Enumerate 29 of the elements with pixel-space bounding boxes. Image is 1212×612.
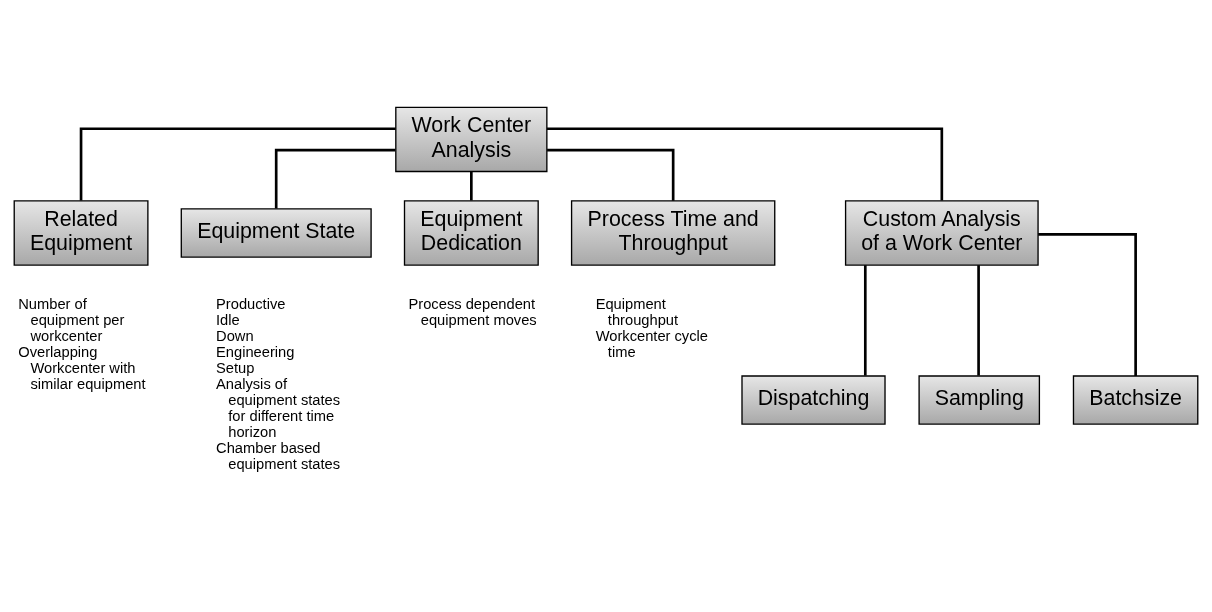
node-box: Equipment State [180, 207, 372, 258]
connector [977, 264, 980, 376]
node-label: Engineering [216, 343, 295, 360]
node-box: Dispatching [741, 374, 886, 425]
node-box: Equipment Dedication [403, 199, 539, 266]
node-label: Productive [216, 295, 286, 312]
connector [470, 171, 473, 200]
node-box: Related Equipment [13, 199, 149, 266]
connector [546, 126, 944, 201]
node-label: Equipment throughput [595, 295, 679, 328]
connector [863, 264, 867, 376]
connector [1038, 232, 1137, 376]
node-box: Process Time and Throughput [570, 199, 776, 266]
node-box: Batchsize [1072, 374, 1199, 425]
connector [547, 148, 675, 201]
node-label: Down [216, 327, 254, 344]
node-label: Number of equipment per workcenter [18, 295, 125, 344]
node-label: Chamber based equipment states [216, 439, 341, 472]
node-label: Analysis of equipment states for different time horizon [216, 375, 341, 440]
node-box: Custom Analysis of a Work Center [844, 199, 1039, 266]
node-box: Sampling [918, 374, 1041, 425]
node-label: Idle [216, 311, 240, 328]
node-label: Workcenter cycle time [595, 327, 709, 360]
node-label: Process dependent equipment moves [408, 295, 537, 328]
node-label: Setup [216, 359, 255, 376]
node-box: Work Center Analysis [395, 106, 548, 172]
node-label: Overlapping Workcenter with similar equipment [18, 343, 146, 392]
connector [79, 126, 396, 201]
connector [274, 148, 396, 209]
